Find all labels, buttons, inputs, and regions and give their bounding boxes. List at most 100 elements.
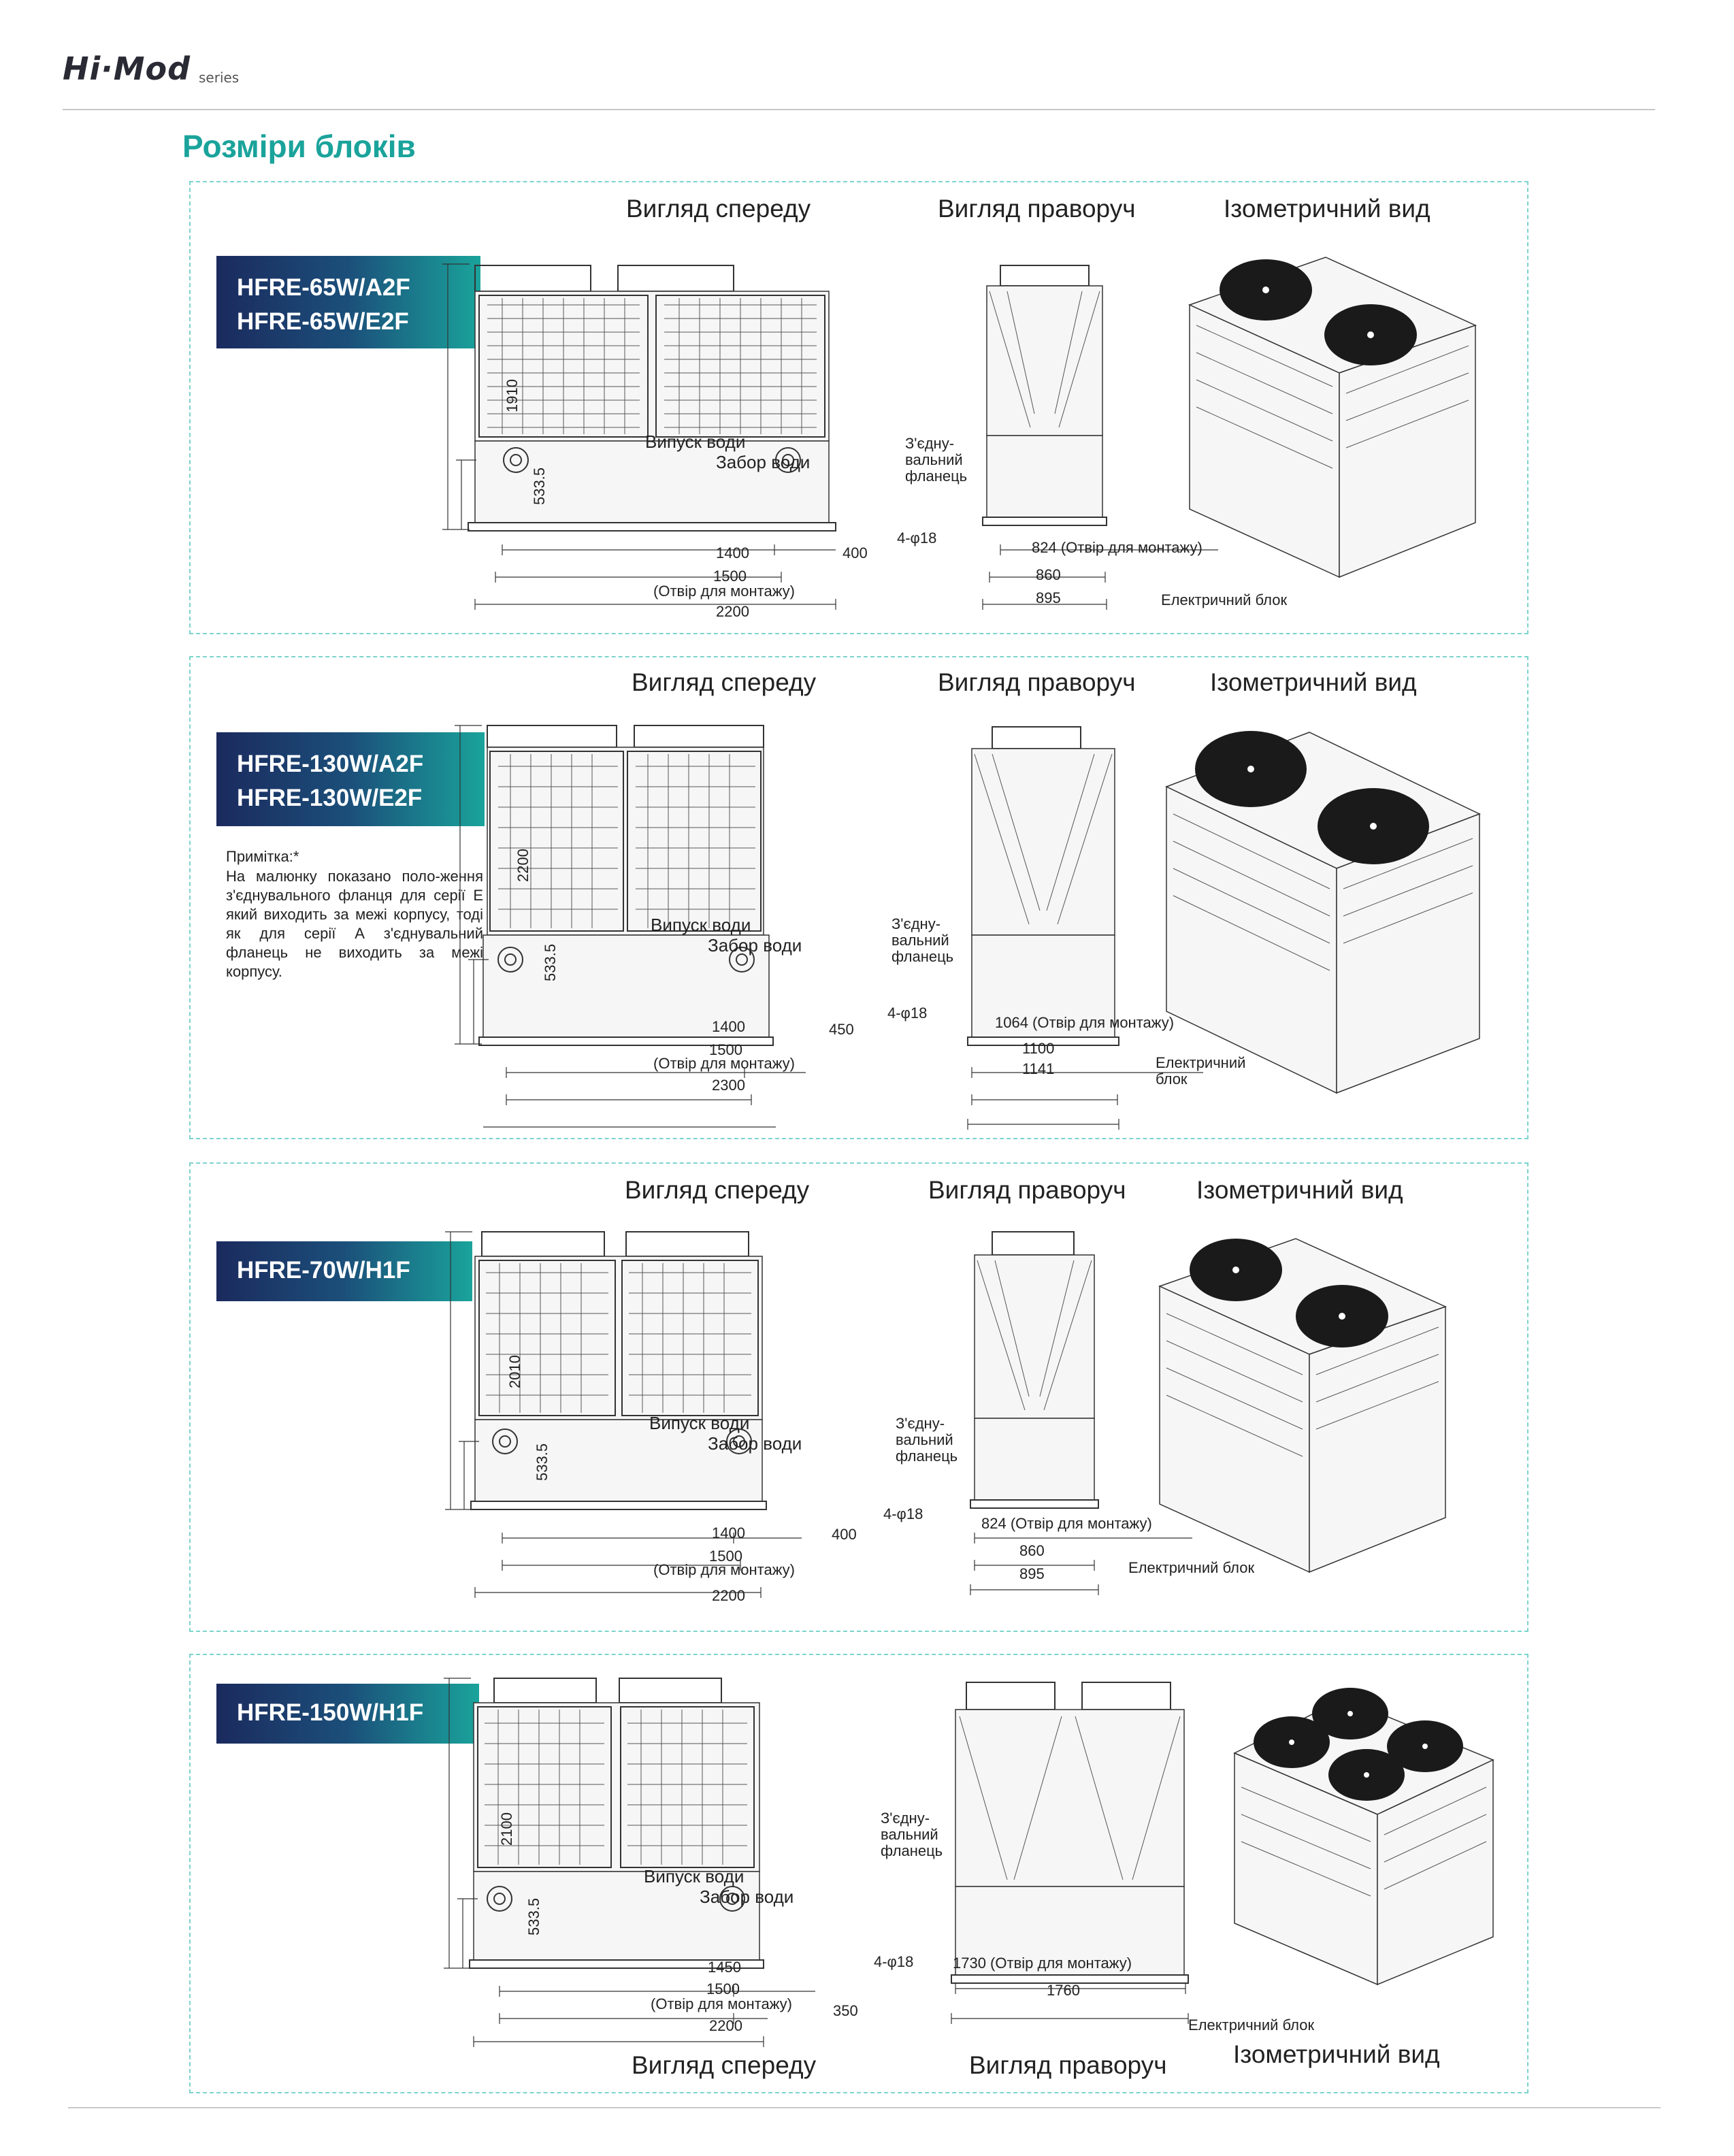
model-name: HFRE-65W/A2F	[237, 274, 410, 301]
iso-view-drawing	[1158, 1238, 1447, 1573]
dim-mount: 1500	[709, 1041, 742, 1058]
dim-length: 2200	[716, 603, 749, 620]
dim-inlet-height: 533.5	[525, 1897, 542, 1936]
panel-hfre-70w: HFRE-70W/H1F Вигляд спереду Вигляд право…	[189, 1162, 1528, 1632]
front-view-label: Вигляд спереду	[626, 195, 811, 223]
right-view-label: Вигляд праворуч	[969, 2051, 1167, 2079]
water-inlet-label: Забор води	[708, 1433, 802, 1454]
dim-mount-note: (Отвір для монтажу)	[653, 1561, 796, 1578]
dim-holes: 4-φ18	[897, 529, 937, 546]
dim-side-width: 1100	[1022, 1040, 1055, 1057]
side-view-drawing	[967, 726, 1203, 1130]
dim-side-width: 860	[1036, 566, 1061, 583]
side-view-drawing	[982, 265, 1218, 610]
water-outlet-label: Випуск води	[645, 431, 746, 452]
dim-offset: 400	[843, 544, 868, 561]
front-view-drawing	[455, 725, 806, 1128]
iso-view-label: Ізометричний вид	[1233, 2040, 1440, 2068]
brand-series: series	[199, 69, 240, 86]
dim-side-total: 895	[1019, 1565, 1045, 1582]
dim-side-width: 860	[1019, 1542, 1045, 1559]
dim-side-total: 1141	[1022, 1060, 1055, 1077]
dim-spacing: 1450	[708, 1959, 741, 1976]
model-badge: HFRE-65W/A2F HFRE-65W/E2F	[216, 256, 480, 348]
model-name: HFRE-130W/E2F	[237, 785, 423, 811]
note-title: Примітка:*	[226, 848, 299, 865]
header-divider	[63, 109, 1655, 110]
dim-side-total: 895	[1036, 589, 1061, 606]
dim-side-mount: 824 (Отвір для монтажу)	[981, 1515, 1152, 1532]
panel-hfre-130w: HFRE-130W/A2F HFRE-130W/E2F Примітка:* Н…	[189, 656, 1528, 1139]
dim-inlet-height: 533.5	[542, 943, 559, 981]
dim-mount: 1500	[713, 568, 747, 585]
front-view-label: Вигляд спереду	[632, 2051, 817, 2079]
front-view-label: Вигляд спереду	[632, 668, 817, 696]
dim-side-width: 1760	[1047, 1982, 1080, 1999]
model-badge: HFRE-130W/A2F HFRE-130W/E2F	[216, 732, 485, 826]
model-badge: HFRE-70W/H1F	[216, 1241, 472, 1301]
iso-view-label: Ізометричний вид	[1210, 668, 1417, 696]
dim-length: 2300	[712, 1077, 745, 1094]
dim-height: 2100	[498, 1812, 515, 1846]
front-view-drawing	[442, 263, 836, 610]
water-outlet-label: Випуск води	[651, 915, 751, 935]
dim-side-mount: 1064 (Отвір для монтажу)	[995, 1014, 1175, 1031]
dim-height: 2200	[514, 849, 531, 882]
panel-hfre-65w: HFRE-65W/A2F HFRE-65W/E2F Вигляд спереду…	[189, 181, 1528, 634]
panel-hfre-150w: HFRE-150W/H1F 2100 533.5 Випуск води Заб…	[189, 1654, 1528, 2093]
side-view-drawing	[951, 1682, 1189, 2024]
dim-holes: 4-φ18	[887, 1004, 928, 1022]
water-outlet-label: Випуск води	[649, 1413, 750, 1433]
dim-spacing: 1400	[716, 544, 749, 561]
model-name: HFRE-65W/E2F	[237, 308, 409, 335]
right-view-label: Вигляд праворуч	[938, 668, 1136, 696]
model-name: HFRE-150W/H1F	[237, 1699, 424, 1726]
dim-spacing: 1400	[712, 1524, 745, 1541]
model-badge: HFRE-150W/H1F	[216, 1684, 479, 1744]
dim-mount-note: (Отвір для монтажу)	[651, 1995, 793, 2012]
water-inlet-label: Забор води	[716, 452, 811, 472]
dim-offset: 450	[829, 1021, 854, 1038]
right-view-label: Вигляд праворуч	[938, 195, 1136, 223]
iso-view-drawing	[1233, 1688, 1494, 1986]
dim-side-mount: 1730 (Отвір для монтажу)	[953, 1955, 1132, 1972]
dim-spacing: 1400	[712, 1018, 745, 1035]
iso-view-drawing	[1165, 731, 1481, 1094]
water-outlet-label: Випуск води	[644, 1866, 745, 1886]
iso-view-label: Ізометричний вид	[1224, 195, 1430, 223]
iso-view-label: Ізометричний вид	[1196, 1176, 1403, 1204]
page-title: Розміри блоків	[182, 129, 416, 164]
dim-offset: 400	[832, 1526, 857, 1543]
dim-mount: 1500	[709, 1548, 742, 1565]
dim-holes: 4-φ18	[883, 1505, 923, 1522]
dim-offset: 350	[833, 2002, 858, 2019]
electrical-box-label: Електричний блок	[1128, 1559, 1255, 1576]
footer-divider	[68, 2107, 1661, 2108]
front-view-drawing	[445, 1231, 802, 1598]
water-inlet-label: Забор води	[700, 1886, 794, 1907]
dim-inlet-height: 533.5	[531, 467, 548, 505]
dim-mount: 1500	[706, 1980, 740, 1997]
right-view-label: Вигляд праворуч	[928, 1176, 1126, 1204]
model-name: HFRE-70W/H1F	[237, 1257, 410, 1284]
brand-logo: Hi·Mod	[63, 50, 191, 87]
side-view-drawing	[970, 1231, 1192, 1595]
model-name: HFRE-130W/A2F	[237, 751, 424, 777]
dim-holes: 4-φ18	[874, 1953, 914, 1970]
dim-mount-note: (Отвір для монтажу)	[653, 1055, 796, 1072]
front-view-label: Вигляд спереду	[625, 1176, 810, 1204]
note-body: На малюнку показано поло-ження з'єднувал…	[226, 868, 483, 980]
dim-height: 2010	[506, 1355, 523, 1388]
dim-height: 1910	[504, 379, 521, 412]
iso-view-drawing	[1188, 257, 1477, 578]
dim-side-mount: 824 (Отвір для монтажу)	[1032, 539, 1203, 556]
dim-length: 2200	[709, 2017, 742, 2034]
dim-inlet-height: 533.5	[534, 1443, 551, 1481]
front-view-drawing	[444, 1678, 815, 2047]
dim-mount-note: (Отвір для монтажу)	[653, 583, 796, 600]
